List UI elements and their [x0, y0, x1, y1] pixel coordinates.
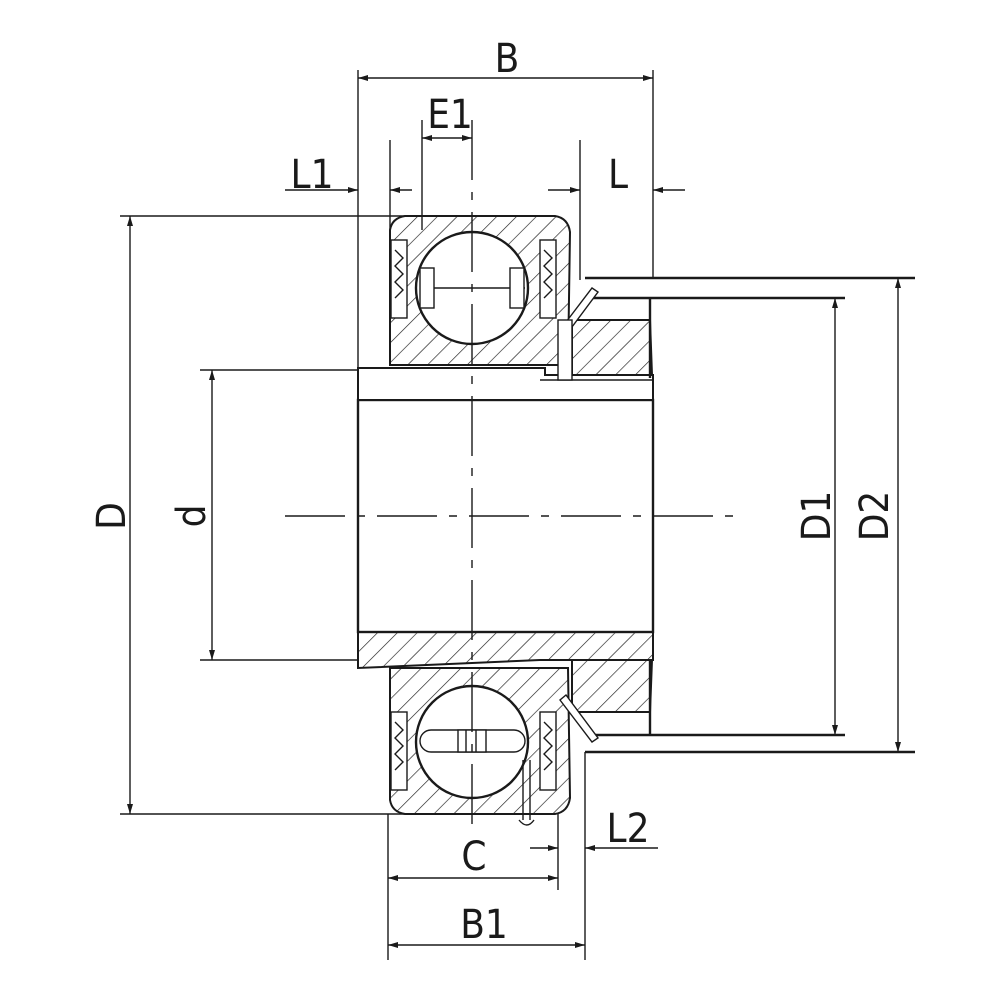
- label-E1: E1: [427, 92, 473, 138]
- inner-ring: [356, 367, 655, 670]
- label-D1: D1: [794, 491, 840, 542]
- dimension-lines: [127, 75, 901, 948]
- label-L1: L1: [291, 152, 334, 198]
- label-d: d: [169, 505, 215, 528]
- outer-ring-top: [389, 215, 572, 366]
- outer-ring-bottom: [389, 667, 572, 826]
- center-lines: [285, 120, 740, 828]
- extension-lines: [120, 70, 654, 960]
- label-D: D: [89, 502, 135, 530]
- label-L2: L2: [607, 806, 650, 852]
- locking-collar-bottom: [559, 659, 915, 754]
- label-C: C: [461, 834, 486, 880]
- label-B1: B1: [460, 902, 508, 948]
- label-D2: D2: [852, 491, 898, 542]
- label-B: B: [495, 36, 520, 82]
- locking-collar-top: [557, 276, 915, 381]
- label-L: L: [608, 152, 628, 198]
